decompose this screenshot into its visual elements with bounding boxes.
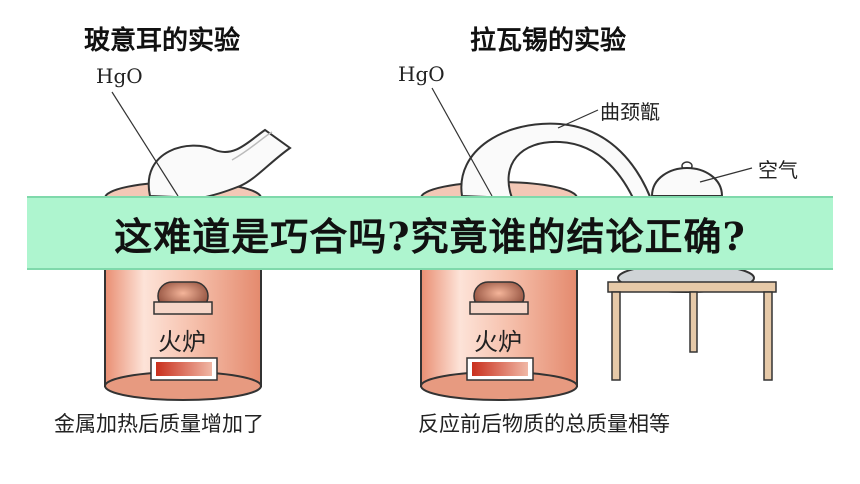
left-furnace-label: 火炉 bbox=[158, 328, 206, 356]
right-hgo-label: HgO bbox=[398, 62, 445, 86]
air-label: 空气 bbox=[758, 158, 798, 182]
right-title: 拉瓦锡的实验 bbox=[470, 26, 627, 56]
question-banner: 这难道是巧合吗?究竟谁的结论正确? bbox=[27, 196, 833, 270]
retort-label: 曲颈甑 bbox=[600, 100, 660, 124]
bell-jar-table bbox=[607, 161, 777, 381]
left-title: 玻意耳的实验 bbox=[84, 26, 241, 56]
left-caption: 金属加热后质量增加了 bbox=[54, 412, 264, 436]
left-retort bbox=[111, 91, 292, 200]
banner-text: 这难道是巧合吗?究竟谁的结论正确? bbox=[114, 213, 746, 259]
right-furnace-label: 火炉 bbox=[474, 328, 522, 356]
left-hgo-label: HgO bbox=[96, 64, 143, 88]
right-caption: 反应前后物质的总质量相等 bbox=[418, 412, 670, 436]
